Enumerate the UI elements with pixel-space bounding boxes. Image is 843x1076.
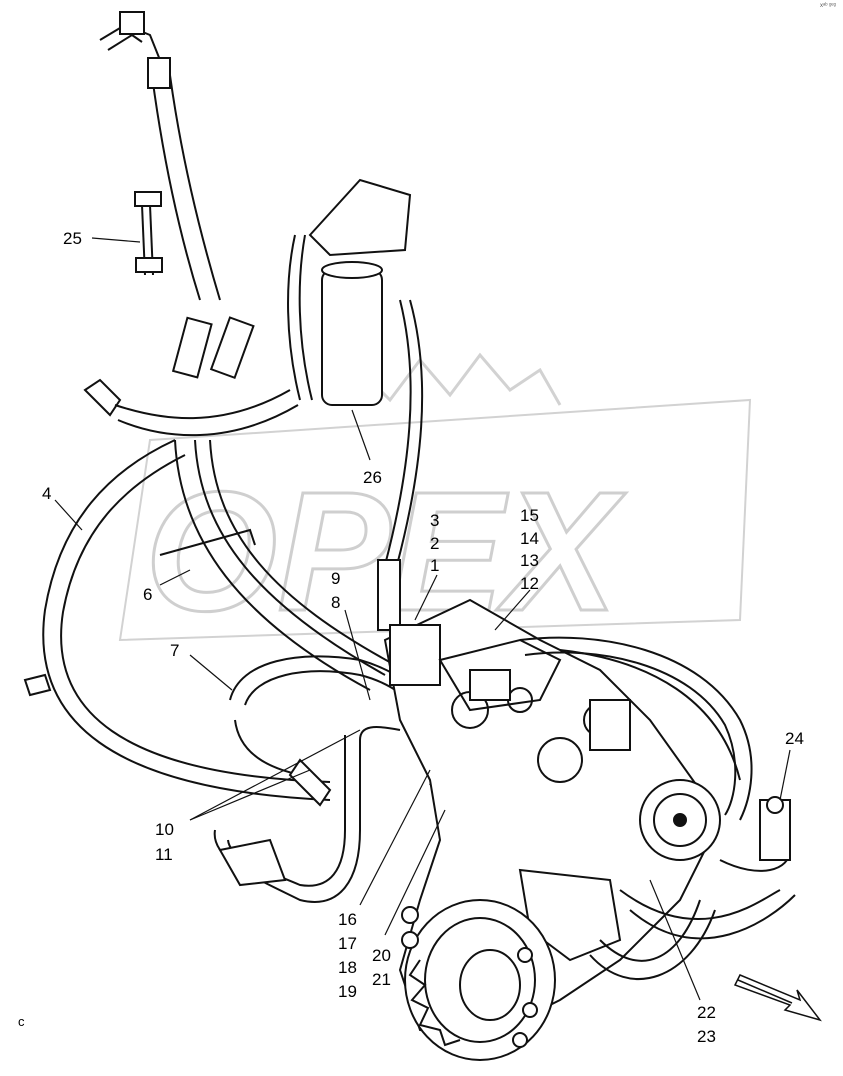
callout-24: 24 [785, 729, 804, 748]
callout-2: 2 [430, 534, 440, 553]
left-margin-mark: c [18, 1014, 25, 1029]
leader-10 [189, 769, 311, 821]
leader-11 [189, 729, 361, 821]
leader-7 [189, 654, 233, 691]
center-hoses [159, 439, 396, 691]
callout-8: 8 [331, 593, 341, 612]
callout-14: 14 [520, 529, 539, 548]
callout-25: 25 [63, 229, 82, 248]
callout-9: 9 [331, 569, 341, 588]
callout-12: 12 [520, 574, 539, 593]
top-supply-hose [99, 11, 221, 301]
callout-1: 1 [430, 556, 440, 575]
callout-16: 16 [338, 910, 357, 929]
direction-arrow-icon [733, 974, 822, 1022]
callout-3: 3 [430, 511, 440, 530]
callout-10: 10 [155, 820, 174, 839]
left-elbow-fitting [83, 316, 299, 437]
leader-4 [54, 499, 83, 531]
callout-7: 7 [170, 641, 180, 660]
callout-18: 18 [338, 958, 357, 977]
callout-6: 6 [143, 585, 153, 604]
leader-25 [91, 237, 141, 243]
leader-26 [351, 409, 371, 461]
callout-11: 11 [155, 845, 173, 864]
callout-20: 20 [372, 946, 391, 965]
callout-4: 4 [42, 484, 52, 503]
callout-15: 15 [520, 506, 539, 525]
drive-flange [401, 899, 556, 1061]
opex-watermark: OPEX [118, 352, 752, 649]
callout-13: 13 [520, 551, 539, 570]
callout-26: 26 [363, 468, 382, 487]
leader-6 [159, 569, 191, 586]
callout-23: 23 [697, 1027, 716, 1046]
callout-17: 17 [338, 934, 357, 953]
leader-lines [344, 574, 531, 936]
leader-24 [779, 749, 791, 801]
callout-19: 19 [338, 982, 357, 1001]
callout-21: 21 [372, 970, 391, 989]
filter-assembly [287, 178, 424, 631]
left-loop-hose [23, 439, 331, 801]
right-side-hoses [519, 636, 796, 980]
callout-22: 22 [697, 1003, 716, 1022]
leader-22 [649, 879, 701, 1001]
corner-code: xᵃᵇ ᵍᵉᵍ [820, 3, 836, 9]
part-25-link-rod [134, 191, 163, 276]
bottom-left-hose [213, 726, 401, 903]
